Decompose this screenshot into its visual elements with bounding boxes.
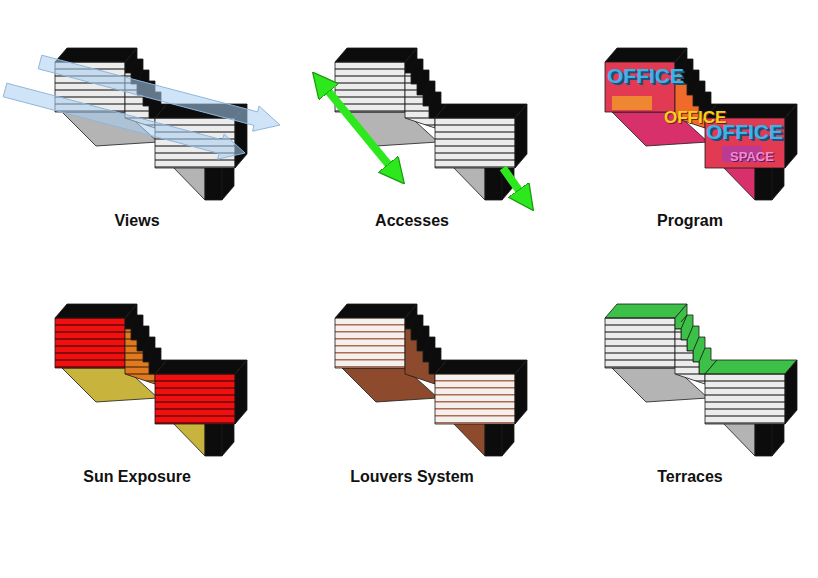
building-massing [55,304,247,456]
panel-caption: Terraces [657,468,723,486]
program-text: OFFICE [706,120,783,144]
program-text: SPACE [730,150,774,165]
view-arrow [38,55,280,131]
building-massing [335,304,527,456]
panel-caption: Program [657,212,723,230]
panel-caption: Accesses [375,212,449,230]
view-arrow [3,83,245,159]
building-massing [605,304,797,456]
panel-caption: Sun Exposure [83,468,191,486]
access-arrow [324,86,393,170]
panel-caption: Louvers System [350,468,474,486]
program-patch [612,96,652,110]
building-massing [605,48,797,200]
panel-caption: Views [114,212,159,230]
access-arrow [503,168,523,196]
building-massing [335,48,527,200]
program-text: OFFICE [607,64,684,88]
